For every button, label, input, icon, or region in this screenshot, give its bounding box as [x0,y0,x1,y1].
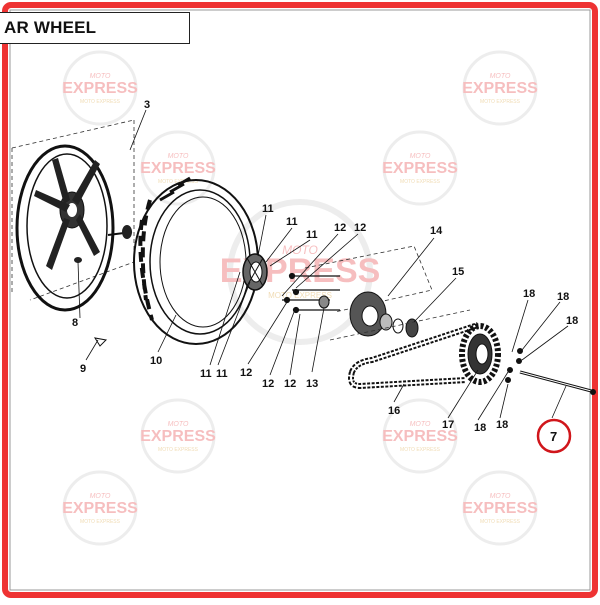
diagram-title: AR WHEEL [4,18,97,37]
watermark-bottom-text: MOTO EXPRESS [480,519,521,525]
carrier-dashed-box [304,245,433,313]
callout-18b: 18 [557,291,569,303]
callout-9: 9 [80,363,86,375]
title-box: AR WHEEL [0,12,190,44]
callout-16: 16 [388,405,400,417]
callout-15: 15 [452,266,464,278]
callout-11b: 11 [216,368,228,380]
watermark-main-text: EXPRESS [462,500,538,517]
rear-axle [519,370,596,395]
callout-11d: 11 [286,216,298,228]
watermark-bottom-text: MOTO EXPRESS [80,519,121,525]
callout-3: 3 [144,99,150,111]
watermark-top-text: MOTO [282,243,318,257]
callout-17: 17 [442,419,454,431]
watermark-top-text: MOTO [490,73,511,80]
watermark-top-text: MOTO [90,493,111,500]
inner-border [9,9,591,591]
sprocket-nuts [505,348,523,383]
watermark-top-text: MOTO [90,73,111,80]
watermark-bottom-text: MOTO EXPRESS [400,447,441,453]
watermark-bottom-text: MOTO EXPRESS [400,179,441,185]
watermark-main-text: EXPRESS [62,500,138,517]
callout-13: 13 [306,378,318,390]
watermark-bottom-text: MOTO EXPRESS [480,99,521,105]
watermark-top-text: MOTO [168,421,189,428]
watermark-bottom-text: MOTO EXPRESS [158,179,199,185]
highlight-circle-7 [536,418,572,454]
watermark-main-text: EXPRESS [140,160,216,177]
watermark-main-text: EXPRESS [382,428,458,445]
callout-12c: 12 [240,367,252,379]
rear-sprocket [459,323,501,385]
callout-11c: 11 [262,203,274,215]
callout-7: 7 [550,429,557,444]
watermark-main-text: EXPRESS [140,428,216,445]
watermark-main-text: EXPRESS [462,80,538,97]
callout-12b: 12 [354,222,366,234]
callout-11a: 11 [200,368,212,380]
watermark-top-text: MOTO [410,421,431,428]
callout-18c: 18 [566,315,578,327]
callout-18e: 18 [496,419,508,431]
hub-damper [242,253,268,291]
callout-11e: 11 [306,229,318,241]
outer-border [2,2,598,598]
watermark-main-text: EXPRESS [382,160,458,177]
callout-18d: 18 [474,422,486,434]
callout-8: 8 [72,317,78,329]
watermark-top-text: MOTO [168,153,189,160]
callout-18a: 18 [523,288,535,300]
collar [318,295,330,309]
callout-14: 14 [430,225,443,237]
callout-12e: 12 [284,378,296,390]
watermark-main-text: EXPRESS [62,80,138,97]
watermark-top-text: MOTO [410,153,431,160]
sprocket-carrier [304,245,471,341]
callout-12d: 12 [262,378,274,390]
rear-rim [15,144,133,312]
watermark-bottom-text: MOTO EXPRESS [158,447,199,453]
watermark-bottom-text: MOTO EXPRESS [268,291,332,300]
watermark-top-text: MOTO [490,493,511,500]
watermark-bottom-text: MOTO EXPRESS [80,99,121,105]
callout-labels: 3 8 9 10 11 11 11 11 11 12 12 12 12 12 1… [72,99,578,444]
leader-lines [77,109,569,421]
callout-12a: 12 [334,222,346,234]
callout-10: 10 [150,355,162,367]
